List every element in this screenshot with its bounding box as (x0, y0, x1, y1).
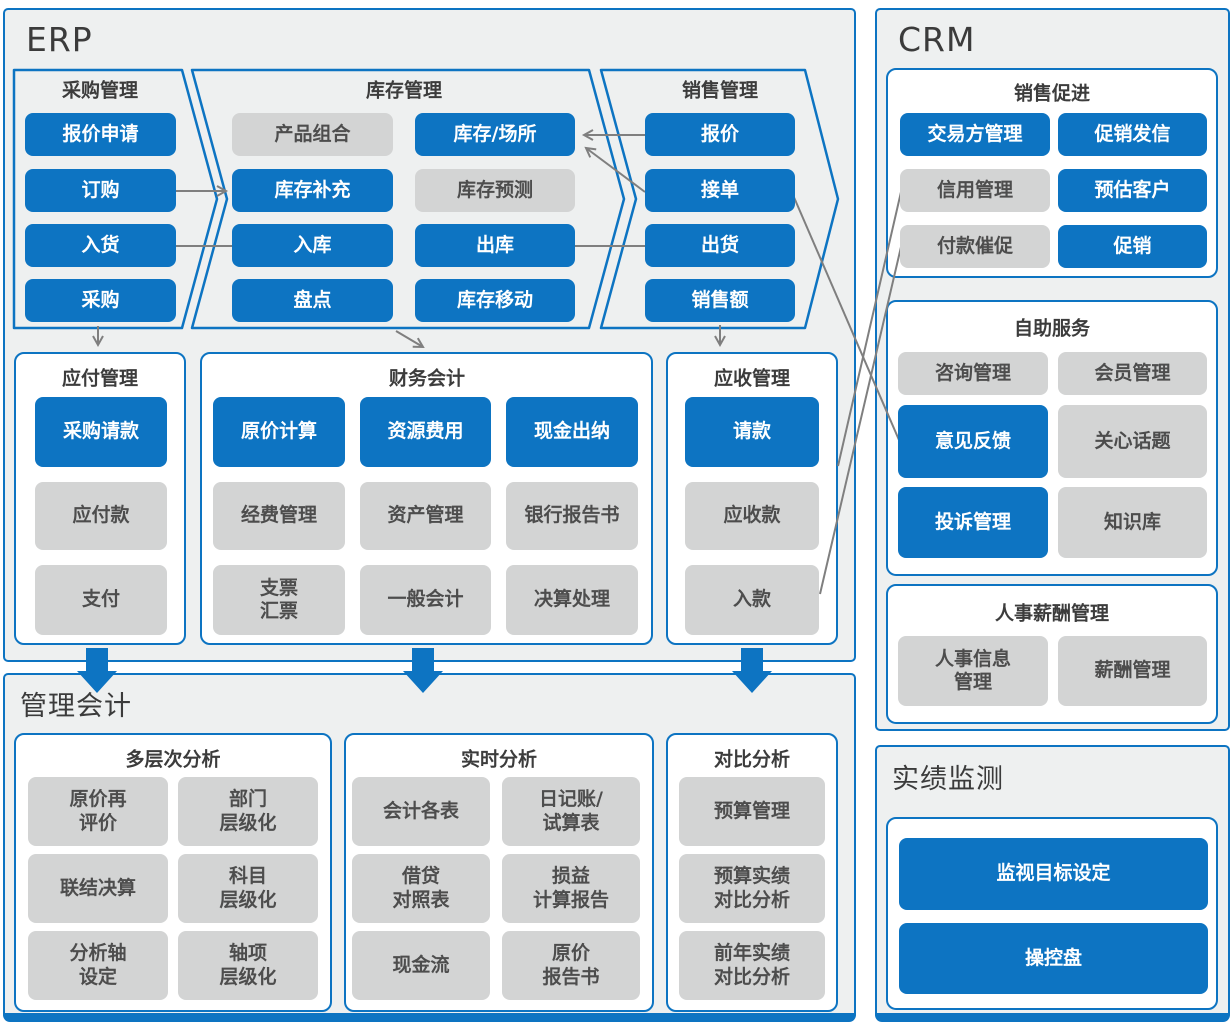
box-asset-management: 资产管理 (360, 482, 491, 550)
realtime-header: 实时分析 (460, 748, 538, 771)
hr-payroll-header: 人事薪酬管理 (994, 602, 1110, 625)
box-budget-management: 预算管理 (679, 777, 825, 846)
box-quote-request: 报价申请 (25, 113, 176, 156)
sales-header: 销售管理 (681, 79, 759, 102)
box-bank-report: 银行报告书 (506, 482, 638, 550)
purchase-header: 采购管理 (61, 79, 139, 102)
box-budget-actual-comparison: 预算实绩 对比分析 (679, 854, 825, 923)
inventory-header: 库存管理 (365, 79, 443, 102)
box-cost-calculation: 原价计算 (213, 397, 345, 467)
multilevel-header: 多层次分析 (125, 748, 221, 771)
box-stock-location: 库存/场所 (415, 113, 575, 156)
box-journal-trial-balance: 日记账/ 试算表 (502, 777, 640, 846)
comparison-header: 对比分析 (713, 748, 791, 771)
box-partner-management: 交易方管理 (900, 113, 1050, 156)
box-expense-management: 经费管理 (213, 482, 345, 550)
box-cost-report: 原价 报告书 (502, 931, 640, 1000)
box-prospect-customers: 预估客户 (1058, 169, 1207, 212)
box-topics-of-interest: 关心话题 (1058, 405, 1207, 478)
box-payroll-management: 薪酬管理 (1058, 636, 1207, 706)
management-accounting-title: 管理会计 (20, 691, 132, 722)
performance-title: 实绩监测 (892, 764, 1004, 795)
box-purchase-billing: 采购请款 (35, 397, 167, 467)
box-sales-amount: 销售额 (645, 279, 795, 322)
box-cost-revaluation: 原价再 评价 (28, 777, 168, 846)
box-stock-movement: 库存移动 (415, 279, 575, 322)
box-dashboard: 操控盘 (899, 923, 1208, 994)
box-analysis-axis-setting: 分析轴 设定 (28, 931, 168, 1000)
box-payment-reminder: 付款催促 (900, 225, 1050, 268)
box-monitoring-target-setting: 监视目标设定 (899, 838, 1208, 910)
box-promotion: 促销 (1058, 225, 1207, 268)
box-closing-process: 决算处理 (506, 565, 638, 635)
box-cash-flow: 现金流 (352, 931, 490, 1000)
box-procurement: 采购 (25, 279, 176, 322)
box-checks-drafts: 支票 汇票 (213, 565, 345, 635)
box-quotation: 报价 (645, 113, 795, 156)
box-accounts-payable: 应付款 (35, 482, 167, 550)
box-credit-management: 信用管理 (900, 169, 1050, 212)
box-product-mix: 产品组合 (232, 113, 393, 156)
box-stock-forecast: 库存预测 (415, 169, 575, 212)
payable-header: 应付管理 (61, 367, 139, 390)
box-billing: 请款 (685, 397, 819, 467)
box-payment-receipt: 入款 (685, 565, 819, 635)
box-department-hierarchy: 部门 层级化 (178, 777, 318, 846)
box-profit-loss-report: 损益 计算报告 (502, 854, 640, 923)
finance-header: 财务会计 (388, 367, 466, 390)
receivable-header: 应收管理 (713, 367, 791, 390)
box-stock-replenishment: 库存补充 (232, 169, 393, 212)
box-warehouse-in: 入库 (232, 224, 393, 267)
box-promotion-mailing: 促销发信 (1058, 113, 1207, 156)
crm-title: CRM (898, 20, 976, 59)
self-service-header: 自助服务 (1013, 317, 1091, 340)
box-complaint-management: 投诉管理 (898, 487, 1048, 558)
box-cash-teller: 现金出纳 (506, 397, 638, 467)
box-shipment: 出货 (645, 224, 795, 267)
box-accounting-tables: 会计各表 (352, 777, 490, 846)
erp-title: ERP (26, 20, 93, 59)
box-inquiry-management: 咨询管理 (898, 352, 1048, 395)
box-stocktaking: 盘点 (232, 279, 393, 322)
box-payment: 支付 (35, 565, 167, 635)
box-knowledge-base: 知识库 (1058, 487, 1207, 558)
box-feedback: 意见反馈 (898, 405, 1048, 478)
box-order: 订购 (25, 169, 176, 212)
box-account-hierarchy: 科目 层级化 (178, 854, 318, 923)
box-hr-information-management: 人事信息 管理 (898, 636, 1048, 706)
box-warehouse-out: 出库 (415, 224, 575, 267)
box-axis-item-hierarchy: 轴项 层级化 (178, 931, 318, 1000)
box-accounts-receivable: 应收款 (685, 482, 819, 550)
box-resource-expense: 资源费用 (360, 397, 491, 467)
box-prior-year-actual-comparison: 前年实绩 对比分析 (679, 931, 825, 1000)
box-member-management: 会员管理 (1058, 352, 1207, 395)
box-goods-receipt: 入货 (25, 224, 176, 267)
box-general-accounting: 一般会计 (360, 565, 491, 635)
box-consolidated-closing: 联结决算 (28, 854, 168, 923)
box-balance-sheet: 借贷 对照表 (352, 854, 490, 923)
box-order-receipt: 接单 (645, 169, 795, 212)
sales-promotion-header: 销售促进 (1013, 82, 1091, 105)
